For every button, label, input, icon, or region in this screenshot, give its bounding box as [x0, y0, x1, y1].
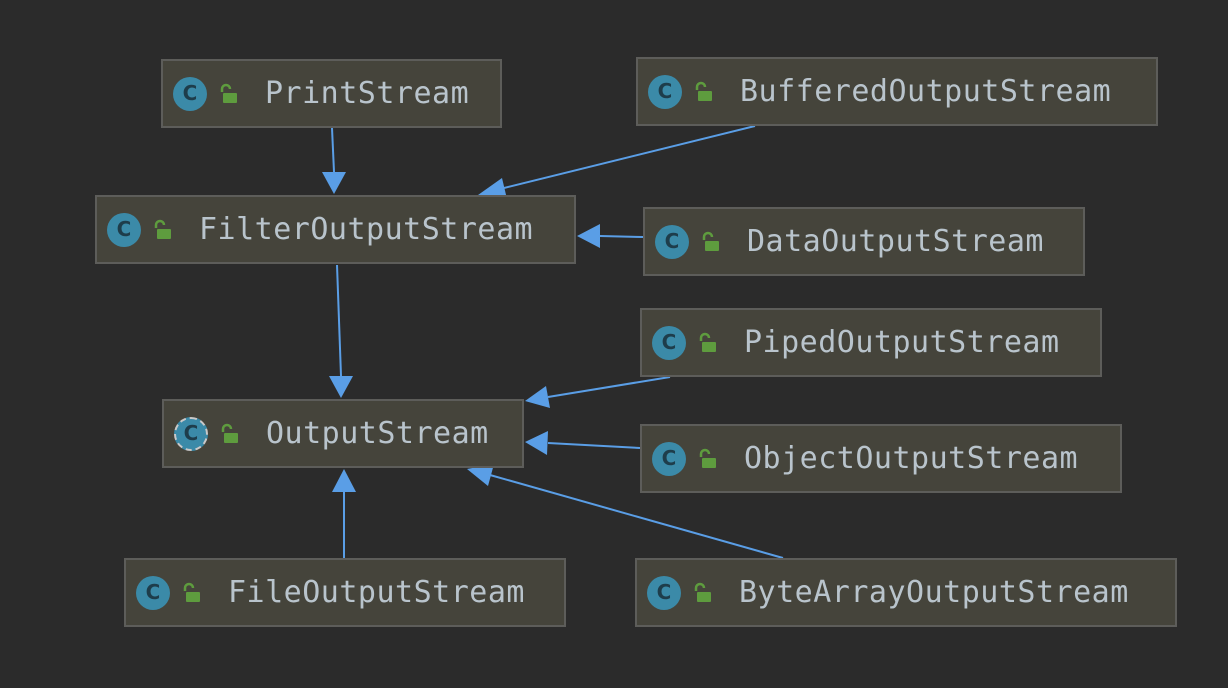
arrowhead-outputstream-from-piped [525, 386, 550, 408]
class-node-pipedoutputstream[interactable]: C PipedOutputStream [640, 308, 1102, 377]
class-node-bytearrayoutputstream[interactable]: C ByteArrayOutputStream [635, 558, 1177, 627]
edge-pipedoutputstream-to-outputstream [547, 376, 671, 398]
unlocked-icon [183, 582, 200, 602]
class-name-label: FileOutputStream [228, 575, 525, 610]
unlocked-icon [221, 423, 238, 443]
class-icon: C [647, 575, 681, 610]
arrowhead-outputstream-bottom [332, 469, 356, 492]
class-node-outputstream[interactable]: C OutputStream [162, 399, 524, 468]
class-name-label: ByteArrayOutputStream [739, 575, 1129, 610]
unlocked-icon [699, 332, 716, 352]
unlocked-icon [220, 83, 237, 103]
arrowhead-outputstream-right [525, 431, 548, 455]
class-icon: C [173, 76, 207, 111]
unlocked-icon [702, 231, 719, 251]
arrowhead-filteroutputstream-right [577, 224, 600, 248]
class-name-label: DataOutputStream [747, 224, 1044, 259]
class-name-label: OutputStream [266, 416, 489, 451]
class-name-label: ObjectOutputStream [744, 441, 1079, 476]
abstract-class-icon: C [174, 416, 208, 451]
class-node-bufferedoutputstream[interactable]: C BufferedOutputStream [636, 57, 1158, 126]
class-name-label: PipedOutputStream [744, 325, 1060, 360]
edge-printstream-to-filteroutputstream [331, 127, 335, 173]
class-name-label: BufferedOutputStream [740, 74, 1112, 109]
arrowhead-filteroutputstream-top [322, 172, 346, 194]
class-icon: C [655, 224, 689, 259]
edge-bufferedoutputstream-to-filteroutputstream [499, 125, 756, 190]
class-node-filteroutputstream[interactable]: C FilterOutputStream [95, 195, 576, 264]
edge-filteroutputstream-to-outputstream [336, 264, 342, 377]
unlocked-icon [694, 582, 711, 602]
class-icon: C [652, 325, 686, 360]
class-name-label: FilterOutputStream [199, 212, 534, 247]
class-icon: C [648, 74, 682, 109]
class-node-objectoutputstream[interactable]: C ObjectOutputStream [640, 424, 1122, 493]
edge-dataoutputstream-to-filteroutputstream [599, 235, 644, 238]
unlocked-icon [695, 81, 712, 101]
class-icon: C [136, 575, 170, 610]
arrowhead-outputstream-top [329, 376, 353, 398]
class-icon: C [107, 212, 141, 247]
class-icon: C [652, 441, 686, 476]
class-node-fileoutputstream[interactable]: C FileOutputStream [124, 558, 566, 627]
class-node-printstream[interactable]: C PrintStream [161, 59, 502, 128]
class-name-label: PrintStream [265, 76, 470, 111]
unlocked-icon [699, 448, 716, 468]
unlocked-icon [154, 219, 171, 239]
class-node-dataoutputstream[interactable]: C DataOutputStream [643, 207, 1085, 276]
edge-objectoutputstream-to-outputstream [547, 442, 641, 449]
